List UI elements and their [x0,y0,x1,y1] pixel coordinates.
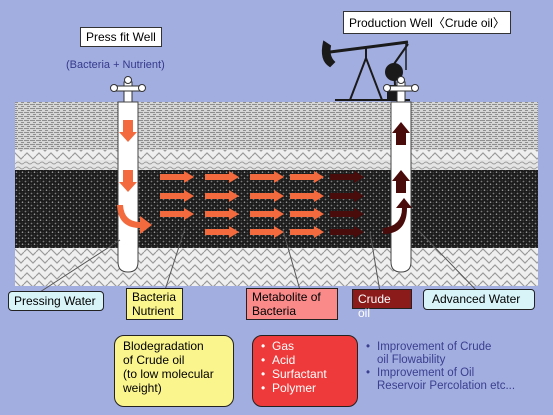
flow-arrow-icon [290,226,324,238]
biodegradation-box: Blodegradation of Crude oil (to low mole… [114,335,234,407]
improvement-2-line-2: Reservoir Percolation etc... [377,380,516,392]
injection-well-subtitle: (Bacteria + Nutrient) [66,59,165,71]
surface-layer [15,102,538,150]
improvements-list: Improvement of Crude oil Flowability Imp… [364,341,515,393]
production-wellhead-icon [383,76,419,103]
injection-wellhead-icon [110,76,146,103]
down-arrow-icon [119,170,137,192]
oil-flow-arrow-icon [330,208,364,220]
flow-arrow-icon [290,208,324,220]
flow-arrow-icon [250,171,284,183]
flow-arrow-icon [205,226,239,238]
crude-oil-text: Crude oil [358,292,391,320]
production-well-title: Production Well〈Crude oil〉 [343,11,511,34]
flow-arrows [160,171,364,238]
down-arrow-icon [119,120,137,142]
connector-lines [39,227,479,293]
nutrient-text: Nutrient [132,304,175,318]
metabolite-list-box: Gas Acid Surfactant Polymer [252,335,358,407]
metabolite-surfactant: Surfactant [259,367,351,381]
biodeg-line-1: Blodegradation [123,339,204,353]
flow-arrow-icon [205,171,239,183]
flow-arrow-icon [250,190,284,202]
metabolite-text-2: Bacteria [252,304,297,318]
curve-up-arrow-icon [383,198,412,234]
flow-arrow-icon [290,171,324,183]
curve-arrow-icon [117,205,152,234]
biodeg-line-3: (to low molecular [123,367,214,381]
injection-well-title: Press fit Well [80,27,162,47]
flow-arrow-icon [205,190,239,202]
up-arrow-icon [392,170,410,193]
flow-arrow-icon [290,190,324,202]
pressing-water-text: Pressing Water [14,294,96,308]
biodeg-line-2: of Crude oil [123,353,185,367]
flow-arrow-icon [250,208,284,220]
flow-arrow-icon [160,190,194,202]
oil-flow-arrow-icon [330,171,364,183]
oil-flow-arrow-icon [330,190,364,202]
improvement-2-line-1: Improvement of Oil [377,367,475,379]
biodeg-line-4: weight) [123,381,162,395]
metabolite-text-1: Metabolite of [252,290,321,304]
improvement-1-line-1: Improvement of Crude [377,341,492,353]
pressing-water-label: Pressing Water [8,291,104,311]
advanced-water-text: Advanced Water [432,292,521,306]
metabolite-polymer: Polymer [259,381,351,395]
up-arrow-icon [392,122,410,145]
flow-arrow-icon [160,208,194,220]
lower-chevron-layer [15,248,538,286]
bacteria-text: Bacteria [132,290,177,304]
flow-arrow-icon [250,226,284,238]
crude-oil-label: Crude oil [352,289,412,320]
bacteria-nutrient-label: Bacteria Nutrient [126,288,183,320]
metabolite-acid: Acid [259,353,351,367]
flow-arrow-icon [205,208,239,220]
metabolite-gas: Gas [259,339,351,353]
flow-arrow-icon [160,171,194,183]
advanced-water-label: Advanced Water [423,289,535,310]
oil-flow-arrow-icon [330,226,364,238]
improvement-2: Improvement of Oil Reservoir Percolation… [364,367,515,393]
metabolite-label: Metabolite of Bacteria [246,288,338,320]
improvement-1-line-2: oil Flowability [377,354,446,366]
improvement-1: Improvement of Crude oil Flowability [364,341,515,367]
